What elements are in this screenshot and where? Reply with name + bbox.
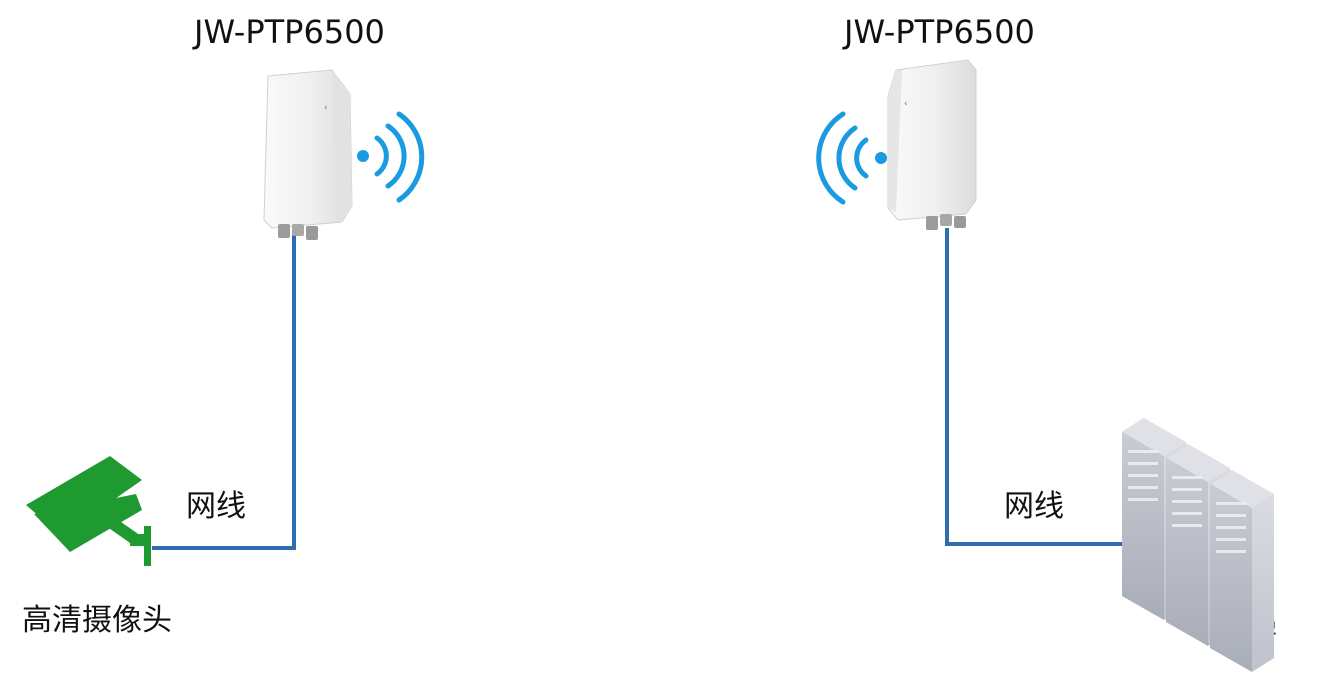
left-cable-label: 网线 [186, 489, 246, 524]
left-network-cable [152, 232, 296, 550]
right-wireless-bridge-icon: ‹ [887, 59, 977, 230]
right-device-title: JW-PTP6500 [844, 13, 1035, 51]
svg-text:‹: ‹ [324, 103, 328, 113]
right-cable-label: 网线 [1004, 489, 1064, 524]
svg-text:‹: ‹ [904, 99, 908, 109]
right-wifi-icon [816, 111, 887, 205]
server-room-icon [1122, 418, 1274, 672]
left-wifi-icon [357, 111, 425, 203]
left-device-title: JW-PTP6500 [194, 13, 385, 51]
right-network-cable [945, 228, 1168, 546]
camera-icon [26, 456, 151, 566]
left-wireless-bridge-icon: ‹ [263, 69, 353, 240]
camera-label: 高清摄像头 [22, 603, 172, 638]
